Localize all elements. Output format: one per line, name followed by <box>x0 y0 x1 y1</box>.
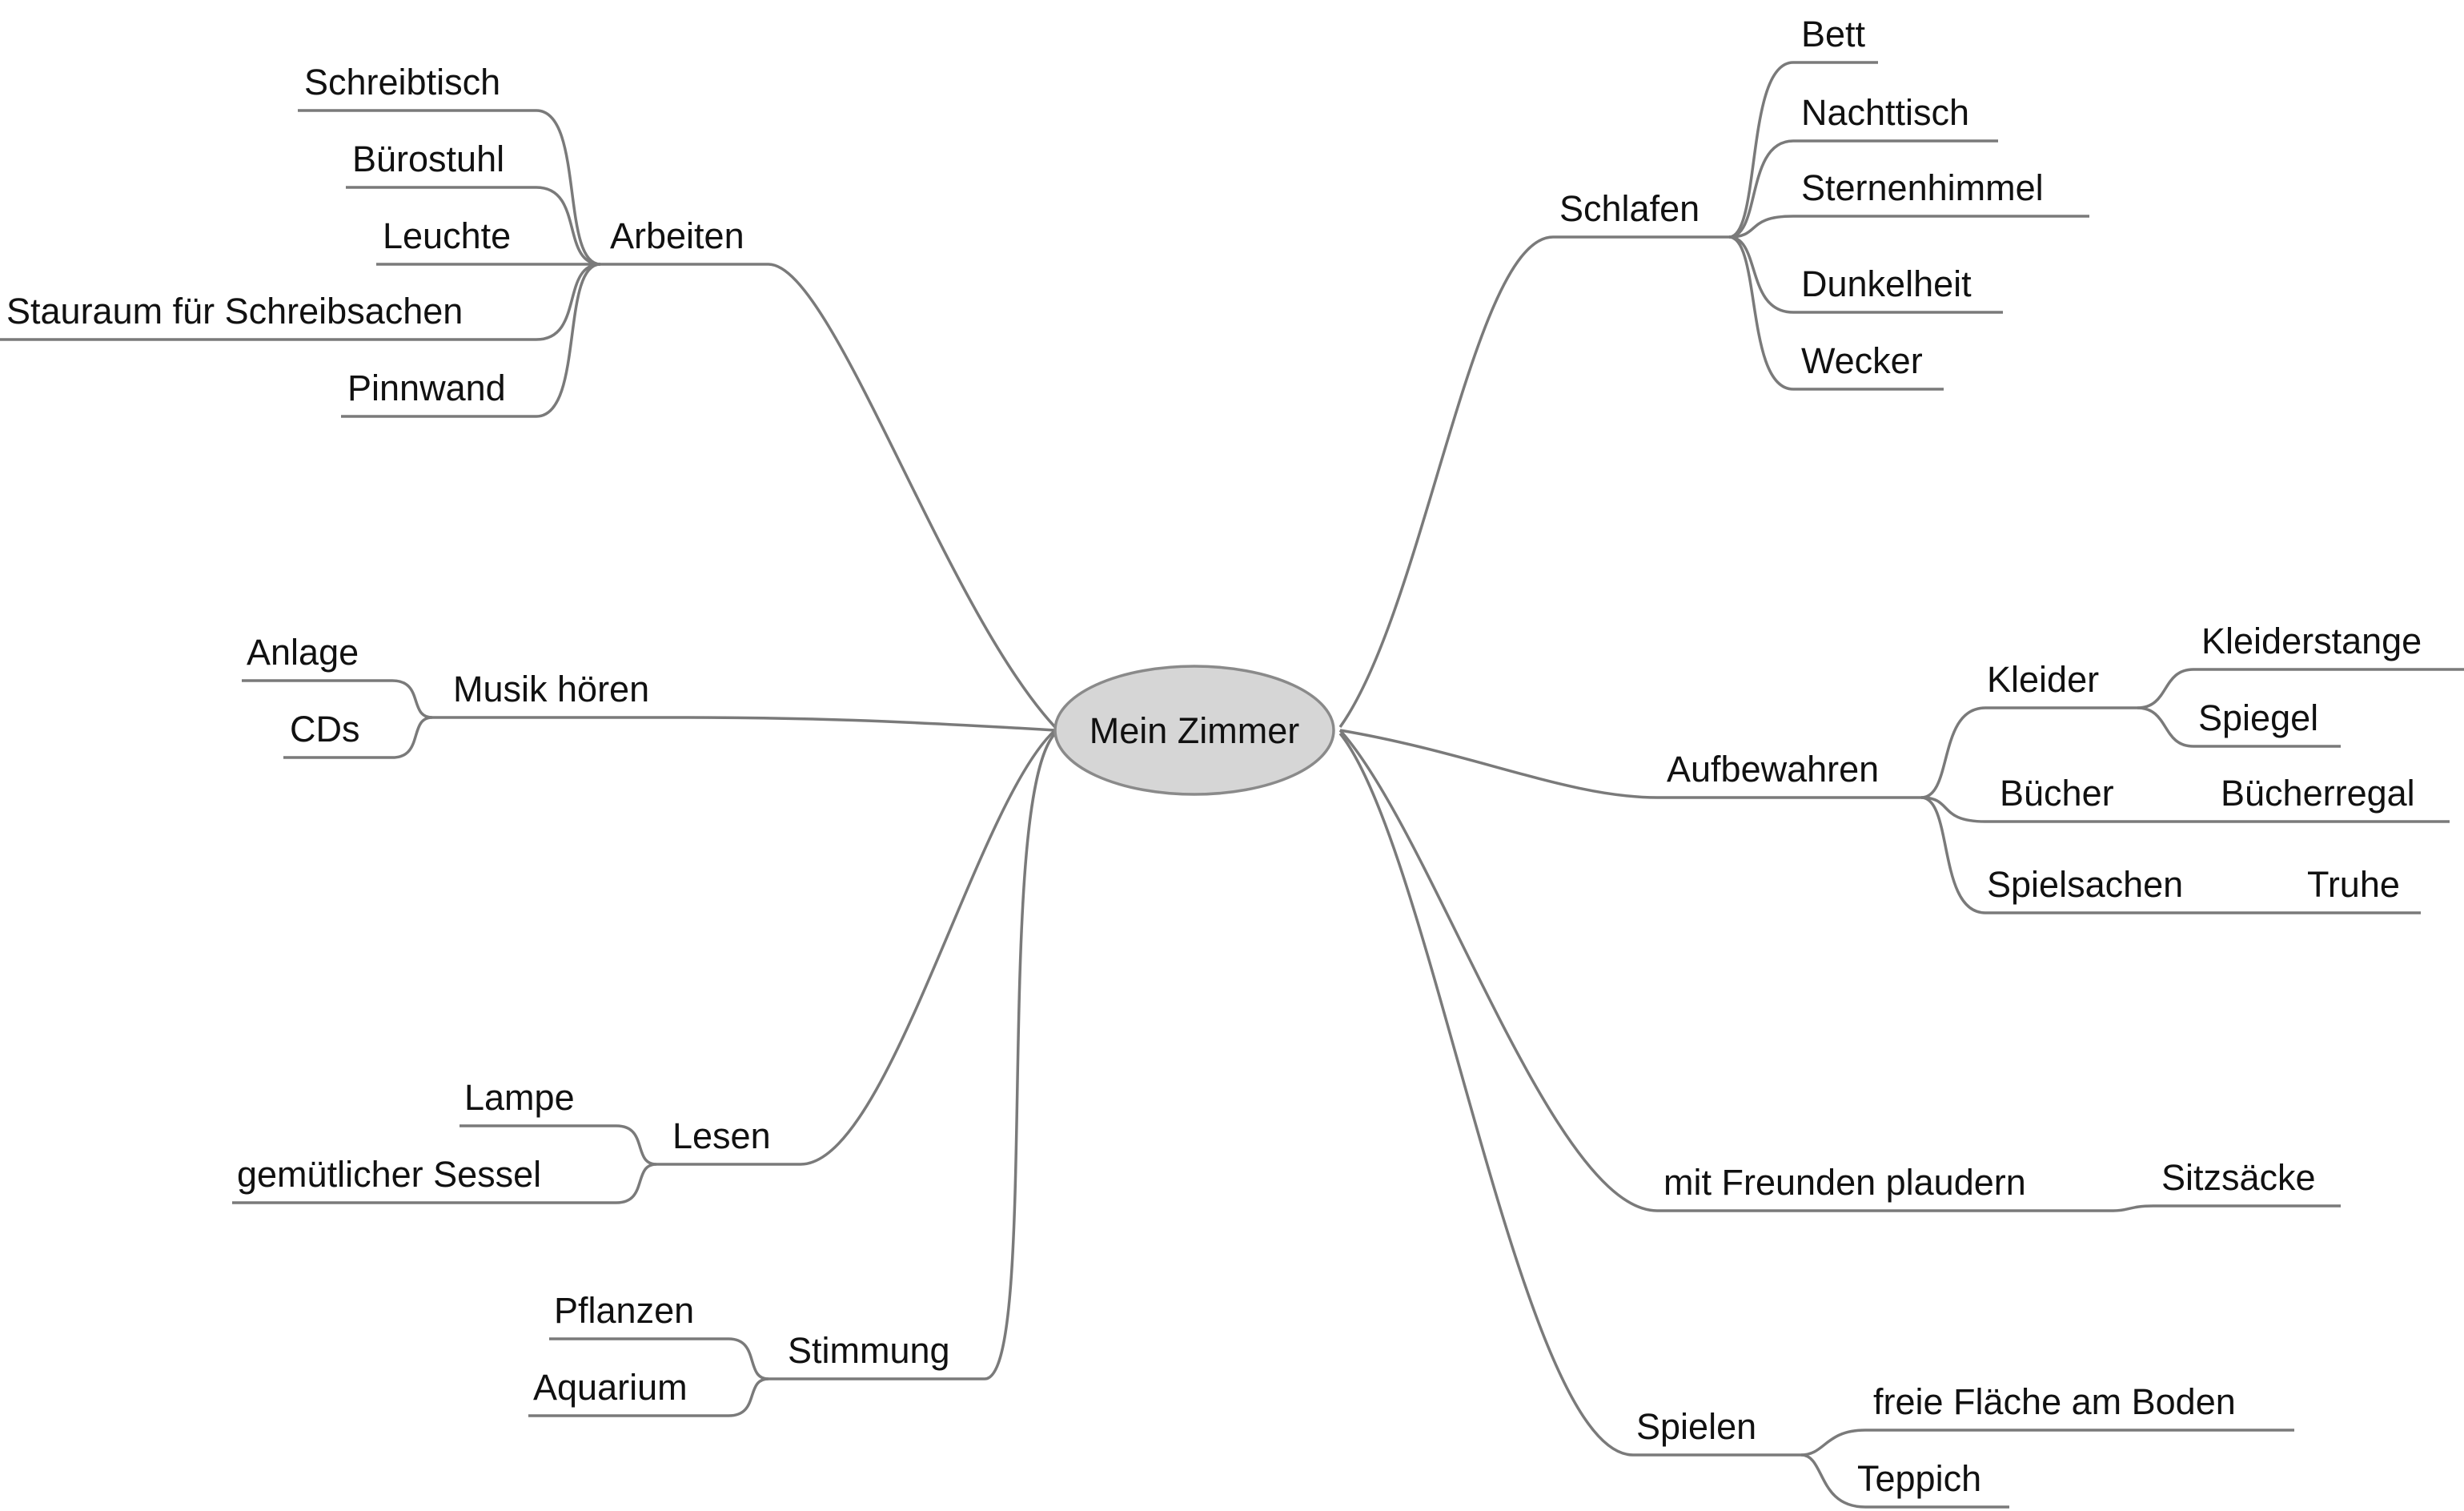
leaf-schreibtisch[interactable]: Schreibtisch <box>304 62 500 102</box>
connector-nachttisch <box>1728 139 1998 239</box>
connector-aufbewahren <box>1339 729 1921 799</box>
connector-cds <box>283 716 433 759</box>
connector-pflanzen <box>549 1337 769 1380</box>
leaf-sternenhimmel[interactable]: Sternenhimmel <box>1801 167 2044 208</box>
connector-buerostuhl <box>346 186 601 266</box>
branch-musik-hoeren[interactable]: Musik hören <box>453 669 649 709</box>
stimmung-children-connectors <box>528 1337 769 1417</box>
connector-lampe <box>459 1124 657 1166</box>
connector-sitzsaecke <box>2113 1204 2341 1212</box>
connector-arbeiten <box>600 263 1057 729</box>
leaf-anlage[interactable]: Anlage <box>247 632 359 673</box>
schlafen-children-connectors <box>1728 61 2089 391</box>
leaf-wecker[interactable]: Wecker <box>1801 340 1923 381</box>
branch-mit-freunden-plaudern[interactable]: mit Freunden plaudern <box>1663 1162 2026 1203</box>
connector-stimmung <box>768 732 1057 1380</box>
arbeiten-children-connectors <box>0 109 601 418</box>
connector-kleider <box>1920 706 2137 799</box>
connector-aquarium <box>528 1377 769 1417</box>
connector-freie-flaeche <box>1800 1429 2294 1457</box>
sub-branch-spielsachen[interactable]: Spielsachen <box>1987 864 2183 905</box>
aufbewahren-children-connectors <box>1920 668 2464 914</box>
connector-mit-freunden-plaudern <box>1338 729 2113 1212</box>
branch-lesen[interactable]: Lesen <box>672 1115 771 1156</box>
connector-spielsachen <box>1920 796 2281 914</box>
leaf-nachttisch[interactable]: Nachttisch <box>1801 92 1969 133</box>
branch-arbeiten[interactable]: Arbeiten <box>610 215 744 256</box>
connector-buecher <box>1920 796 2185 823</box>
branch-stimmung[interactable]: Stimmung <box>788 1330 950 1371</box>
connector-pinnwand <box>341 263 601 418</box>
leaf-pflanzen[interactable]: Pflanzen <box>554 1290 694 1331</box>
center-label: Mein Zimmer <box>1090 710 1300 751</box>
leaf-aquarium[interactable]: Aquarium <box>533 1367 688 1408</box>
leaf-truhe[interactable]: Truhe <box>2307 864 2400 905</box>
connector-dunkelheit <box>1728 235 2003 314</box>
connector-sternenhimmel <box>1728 215 2089 239</box>
branch-aufbewahren[interactable]: Aufbewahren <box>1667 749 1879 790</box>
spielen-children-connectors <box>1800 1429 2294 1509</box>
connector-schreibtisch <box>298 109 601 266</box>
leaf-teppich[interactable]: Teppich <box>1857 1458 1981 1499</box>
connector-lesen <box>656 729 1057 1166</box>
leaf-sitzsaecke[interactable]: Sitzsäcke <box>2161 1157 2316 1198</box>
leaf-leuchte[interactable]: Leuchte <box>383 215 511 256</box>
root-connectors <box>432 235 2113 1457</box>
connector-sessel <box>232 1163 657 1204</box>
sub-branch-kleider[interactable]: Kleider <box>1987 659 2099 700</box>
branch-spielen[interactable]: Spielen <box>1636 1406 1756 1447</box>
connector-spiegel <box>2137 706 2341 748</box>
connector-anlage <box>242 679 433 719</box>
branch-schlafen[interactable]: Schlafen <box>1559 188 1700 229</box>
leaf-cds[interactable]: CDs <box>290 709 360 749</box>
leaf-dunkelheit[interactable]: Dunkelheit <box>1801 263 1972 304</box>
sub-branch-buecher[interactable]: Bücher <box>2000 773 2114 814</box>
leaf-kleiderstange[interactable]: Kleiderstange <box>2201 621 2422 661</box>
leaf-buecherregal[interactable]: Bücherregal <box>2221 773 2415 814</box>
leaf-bett[interactable]: Bett <box>1801 14 1866 54</box>
leaf-lampe[interactable]: Lampe <box>464 1077 575 1118</box>
connector-wecker <box>1728 235 1944 391</box>
freunde-children-connectors <box>2113 1204 2341 1212</box>
leaf-pinnwand[interactable]: Pinnwand <box>347 368 506 408</box>
connector-kleiderstange <box>2137 668 2464 709</box>
connector-stauraum <box>0 263 601 341</box>
connector-schlafen <box>1338 235 1729 729</box>
leaf-spiegel[interactable]: Spiegel <box>2198 697 2318 738</box>
leaf-freie-flaeche-am-boden[interactable]: freie Fläche am Boden <box>1873 1381 2236 1422</box>
connector-teppich <box>1800 1453 2009 1509</box>
musik-children-connectors <box>242 679 433 759</box>
connector-musik-hoeren <box>432 716 1056 732</box>
center-ellipse <box>1053 665 1335 796</box>
leaf-stauraum[interactable]: Stauraum für Schreibsachen <box>6 291 463 332</box>
leaf-buerostuhl[interactable]: Bürostuhl <box>352 139 504 179</box>
lesen-children-connectors <box>232 1124 657 1204</box>
leaf-gemuetlicher-sessel[interactable]: gemütlicher Sessel <box>237 1154 541 1195</box>
center-node[interactable]: Mein Zimmer <box>1053 665 1335 796</box>
connector-spielen <box>1338 732 1801 1457</box>
connector-bett <box>1728 61 1878 239</box>
